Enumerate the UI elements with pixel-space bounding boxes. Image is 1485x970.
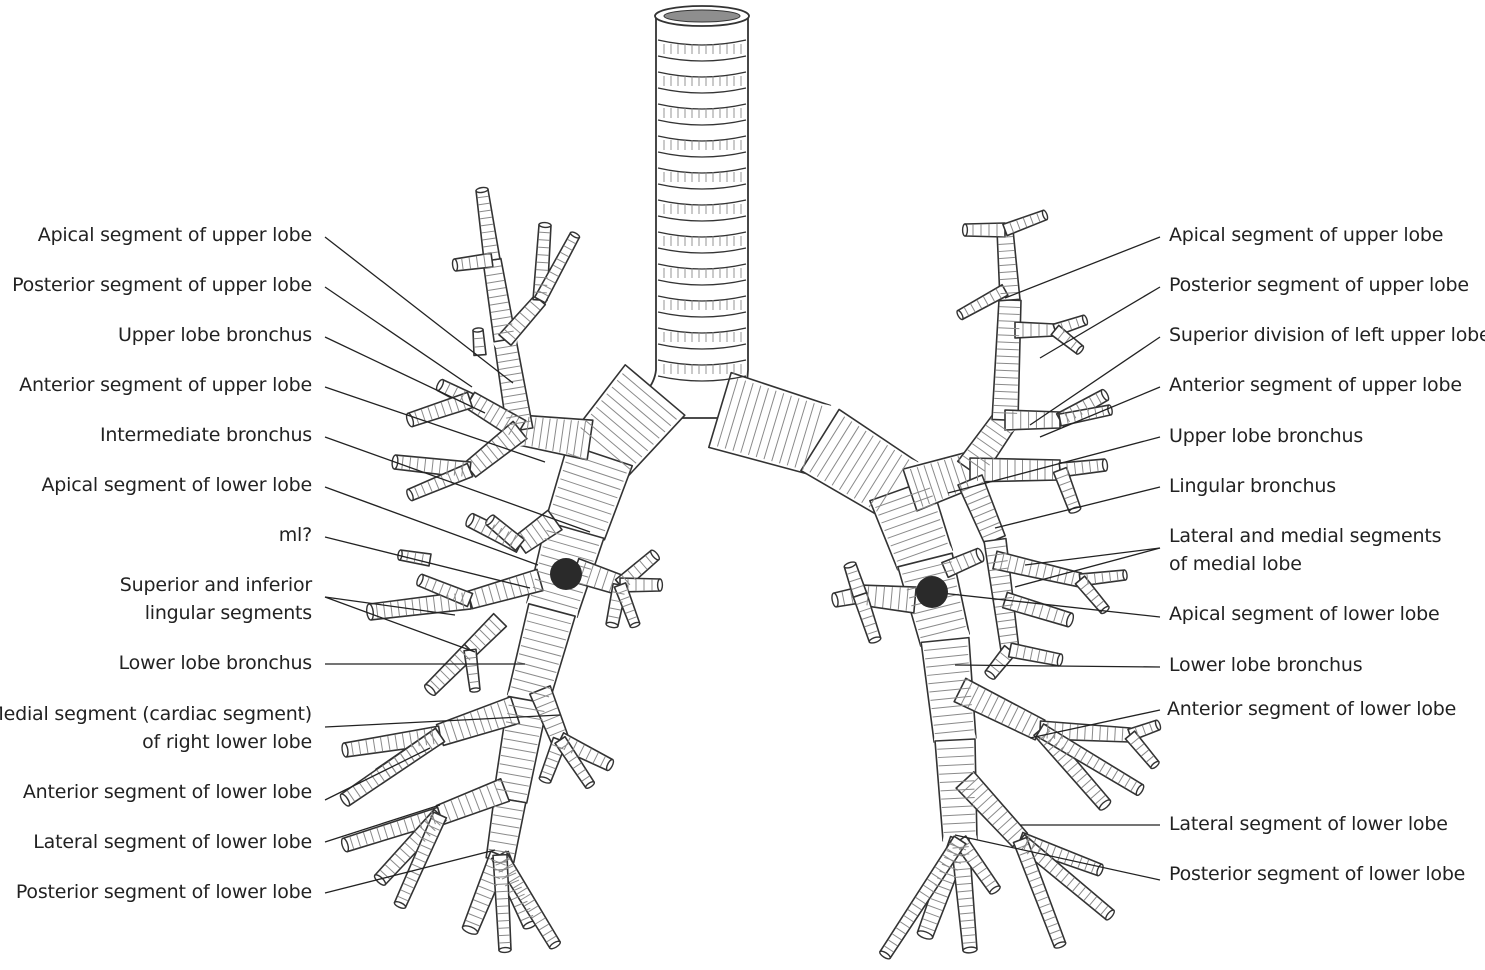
label-left-apical-lower: Apical segment of lower lobe (41, 473, 312, 497)
label-left-lingular-line2: lingular segments (145, 601, 312, 625)
label-left-anterior-lower: Anterior segment of lower lobe (23, 780, 312, 804)
dot-right-lung (550, 558, 582, 590)
label-right-anterior-lower: Anterior segment of lower lobe (1167, 697, 1456, 721)
label-left-posterior-lower: Posterior segment of lower lobe (16, 880, 312, 904)
leader-line (325, 748, 430, 800)
label-left-medial-line1: Medial segment (cardiac segment) (0, 702, 312, 726)
label-left-ml: ml? (279, 523, 312, 547)
label-right-apical-upper: Apical segment of upper lobe (1169, 223, 1443, 247)
label-right-posterior-lower: Posterior segment of lower lobe (1169, 862, 1465, 886)
bronchus-tip (539, 222, 551, 228)
label-right-lateral-lower: Lateral segment of lower lobe (1169, 812, 1448, 836)
dot-left-lung (916, 576, 948, 608)
bronchus-segment (965, 223, 1005, 237)
bronchus-tip (658, 579, 663, 591)
bronchus-segment (1015, 322, 1055, 338)
label-right-posterior-upper: Posterior segment of upper lobe (1169, 273, 1469, 297)
leader-line (1005, 237, 1160, 298)
label-right-upper-lobe-bronchus: Upper lobe bronchus (1169, 424, 1363, 448)
bronchus-segment (464, 649, 480, 690)
label-left-lateral-lower: Lateral segment of lower lobe (33, 830, 312, 854)
leader-line (1025, 548, 1160, 565)
label-right-lower-lobe-bronchus: Lower lobe bronchus (1169, 653, 1362, 677)
label-right-medial-lobe-line2: of medial lobe (1169, 552, 1302, 576)
label-right-anterior-upper: Anterior segment of upper lobe (1169, 373, 1462, 397)
bronchus-tip (499, 947, 511, 952)
bronchus-segment (464, 421, 526, 477)
bronchus-segment (880, 836, 966, 958)
label-left-anterior-upper: Anterior segment of upper lobe (19, 373, 312, 397)
bronchus-tip (470, 687, 480, 692)
bronchial-tubes (339, 6, 1162, 960)
label-right-superior-division: Superior division of left upper lobe (1169, 323, 1485, 347)
label-right-medial-lobe-line1: Lateral and medial segments (1169, 524, 1441, 548)
bronchus-segment (958, 475, 1005, 544)
label-left-lower-lobe-bronchus: Lower lobe bronchus (119, 651, 312, 675)
label-left-upper-lobe-bronchus: Upper lobe bronchus (118, 323, 312, 347)
label-left-lingular-line1: Superior and inferior (120, 573, 312, 597)
bronchus-segment (992, 300, 1021, 421)
bronchus-tip (1102, 459, 1108, 471)
label-left-posterior-upper: Posterior segment of upper lobe (12, 273, 312, 297)
bronchus-tip (963, 947, 977, 954)
label-left-medial-line2: of right lower lobe (142, 730, 312, 754)
label-right-apical-lower: Apical segment of lower lobe (1169, 602, 1440, 626)
label-left-apical-upper: Apical segment of upper lobe (38, 223, 312, 247)
bronchus-segment (473, 330, 486, 356)
bronchus-tip (963, 224, 968, 236)
leader-line (325, 337, 485, 413)
label-right-lingular-bronchus: Lingular bronchus (1169, 474, 1336, 498)
leader-line (995, 487, 1160, 528)
label-left-intermediate-bronchus: Intermediate bronchus (100, 423, 312, 447)
trachea-lumen (664, 10, 740, 22)
bronchus-tip (1122, 570, 1127, 580)
bronchus-tip (473, 328, 483, 333)
